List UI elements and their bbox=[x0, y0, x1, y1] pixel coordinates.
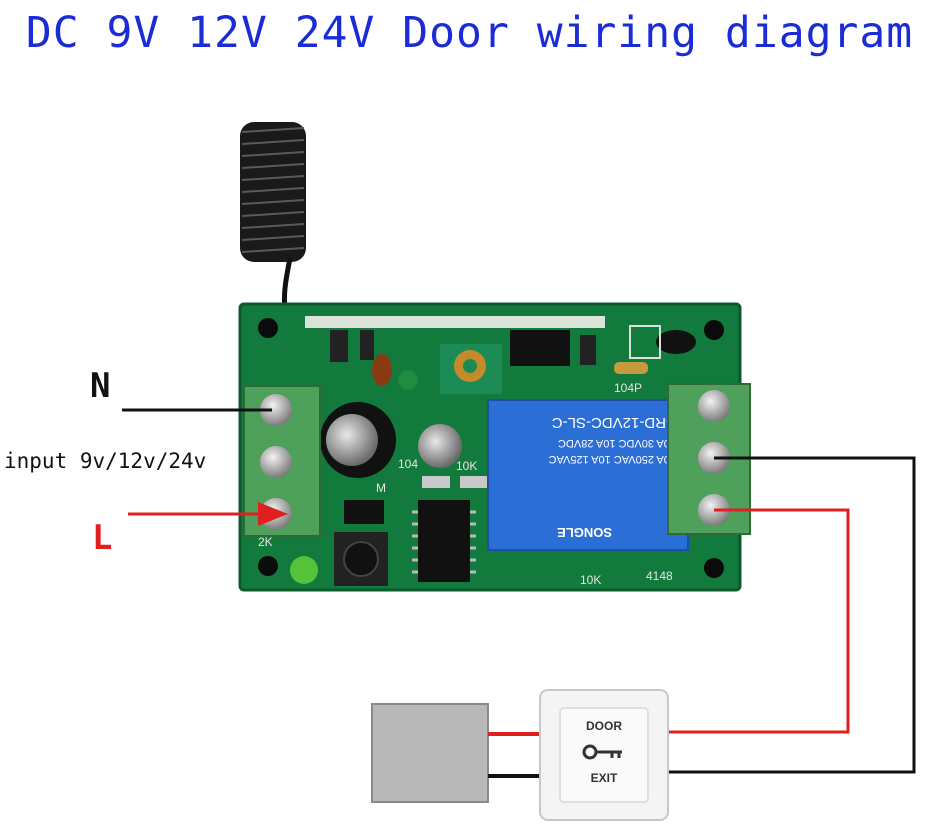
relay-brand-text: SONGLE bbox=[557, 525, 612, 540]
neutral-label: N bbox=[90, 366, 111, 406]
resistor-label: 104 bbox=[398, 457, 418, 471]
relay: SRD-12VDC-SL-C 10A 30VDC 10A 28VDC 10A 2… bbox=[487, 399, 689, 551]
mount-hole bbox=[258, 556, 278, 576]
exit-button-top-text: DOOR bbox=[586, 719, 622, 733]
resistor-label: 2K bbox=[258, 535, 273, 549]
mount-hole bbox=[258, 318, 278, 338]
mount-hole bbox=[704, 320, 724, 340]
terminal-screw bbox=[260, 394, 292, 426]
diode-label: 4148 bbox=[646, 569, 673, 583]
page-title: DC 9V 12V 24V Door wiring diagram bbox=[25, 8, 914, 58]
door-lock bbox=[371, 703, 542, 803]
arrow-icon bbox=[258, 502, 288, 526]
black-output-wire bbox=[668, 456, 916, 774]
exit-button[interactable]: DOOR EXIT bbox=[539, 689, 669, 821]
terminal-screw bbox=[698, 390, 730, 422]
resistor-label: 10K bbox=[580, 573, 601, 587]
key-icon bbox=[582, 744, 622, 760]
relay-model-text: SRD-12VDC-SL-C bbox=[552, 414, 676, 431]
terminal-screw bbox=[260, 446, 292, 478]
relay-rating-text: 10A 250VAC 10A 125VAC bbox=[549, 453, 676, 465]
mount-hole bbox=[704, 558, 724, 578]
resistor-label: 10K bbox=[456, 459, 477, 473]
exit-button-bottom-text: EXIT bbox=[591, 771, 618, 785]
relay-rating-text: 10A 30VDC 10A 28VDC bbox=[558, 437, 676, 449]
input-terminal-block bbox=[243, 385, 321, 537]
capacitor-label: 104P bbox=[614, 381, 642, 395]
pin-label: M bbox=[376, 481, 386, 495]
red-output-wire bbox=[668, 508, 850, 734]
input-voltage-label: input 9v/12v/24v bbox=[4, 449, 207, 473]
live-label: L bbox=[92, 518, 113, 558]
